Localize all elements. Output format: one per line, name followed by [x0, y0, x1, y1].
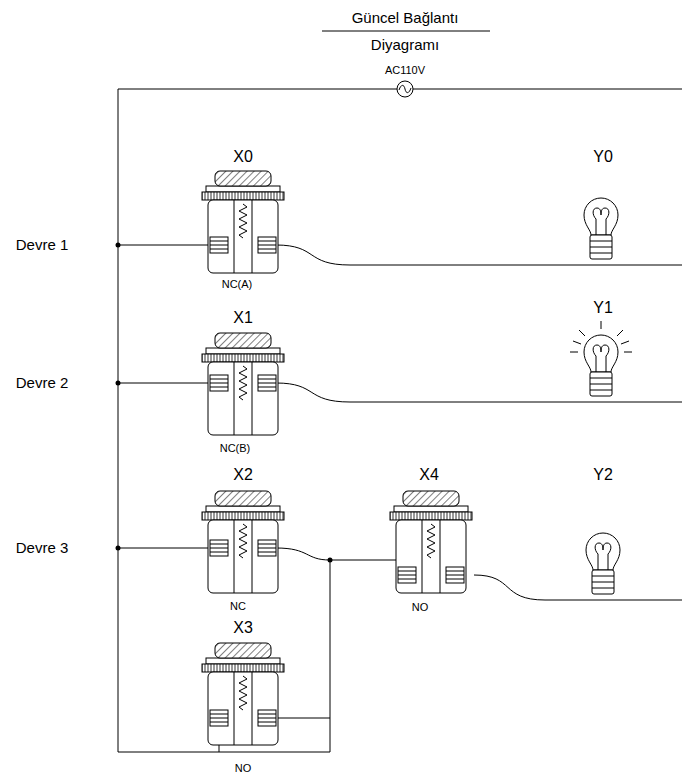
lamp-label: Y1 [593, 299, 613, 317]
contact-type: NO [412, 601, 429, 614]
contact-type: NC(B) [220, 442, 251, 455]
switch-label: X4 [419, 466, 439, 484]
circuit-label: Devre 2 [16, 374, 69, 391]
lamp-label: Y2 [593, 466, 613, 484]
contact-type: NC [230, 600, 246, 613]
source-label: AC110V [385, 64, 425, 77]
diagram-title: Güncel Bağlantı Diyagramı [330, 4, 480, 58]
switch-label: X0 [233, 148, 253, 166]
lamp-label: Y0 [593, 148, 613, 166]
switch-label: X1 [233, 309, 253, 327]
switch-label: X3 [233, 619, 253, 637]
circuit-label: Devre 3 [16, 539, 69, 556]
contact-type: NO [235, 762, 252, 775]
contact-type: NC(A) [222, 278, 253, 291]
circuit-label: Devre 1 [16, 236, 69, 253]
switch-label: X2 [233, 466, 253, 484]
